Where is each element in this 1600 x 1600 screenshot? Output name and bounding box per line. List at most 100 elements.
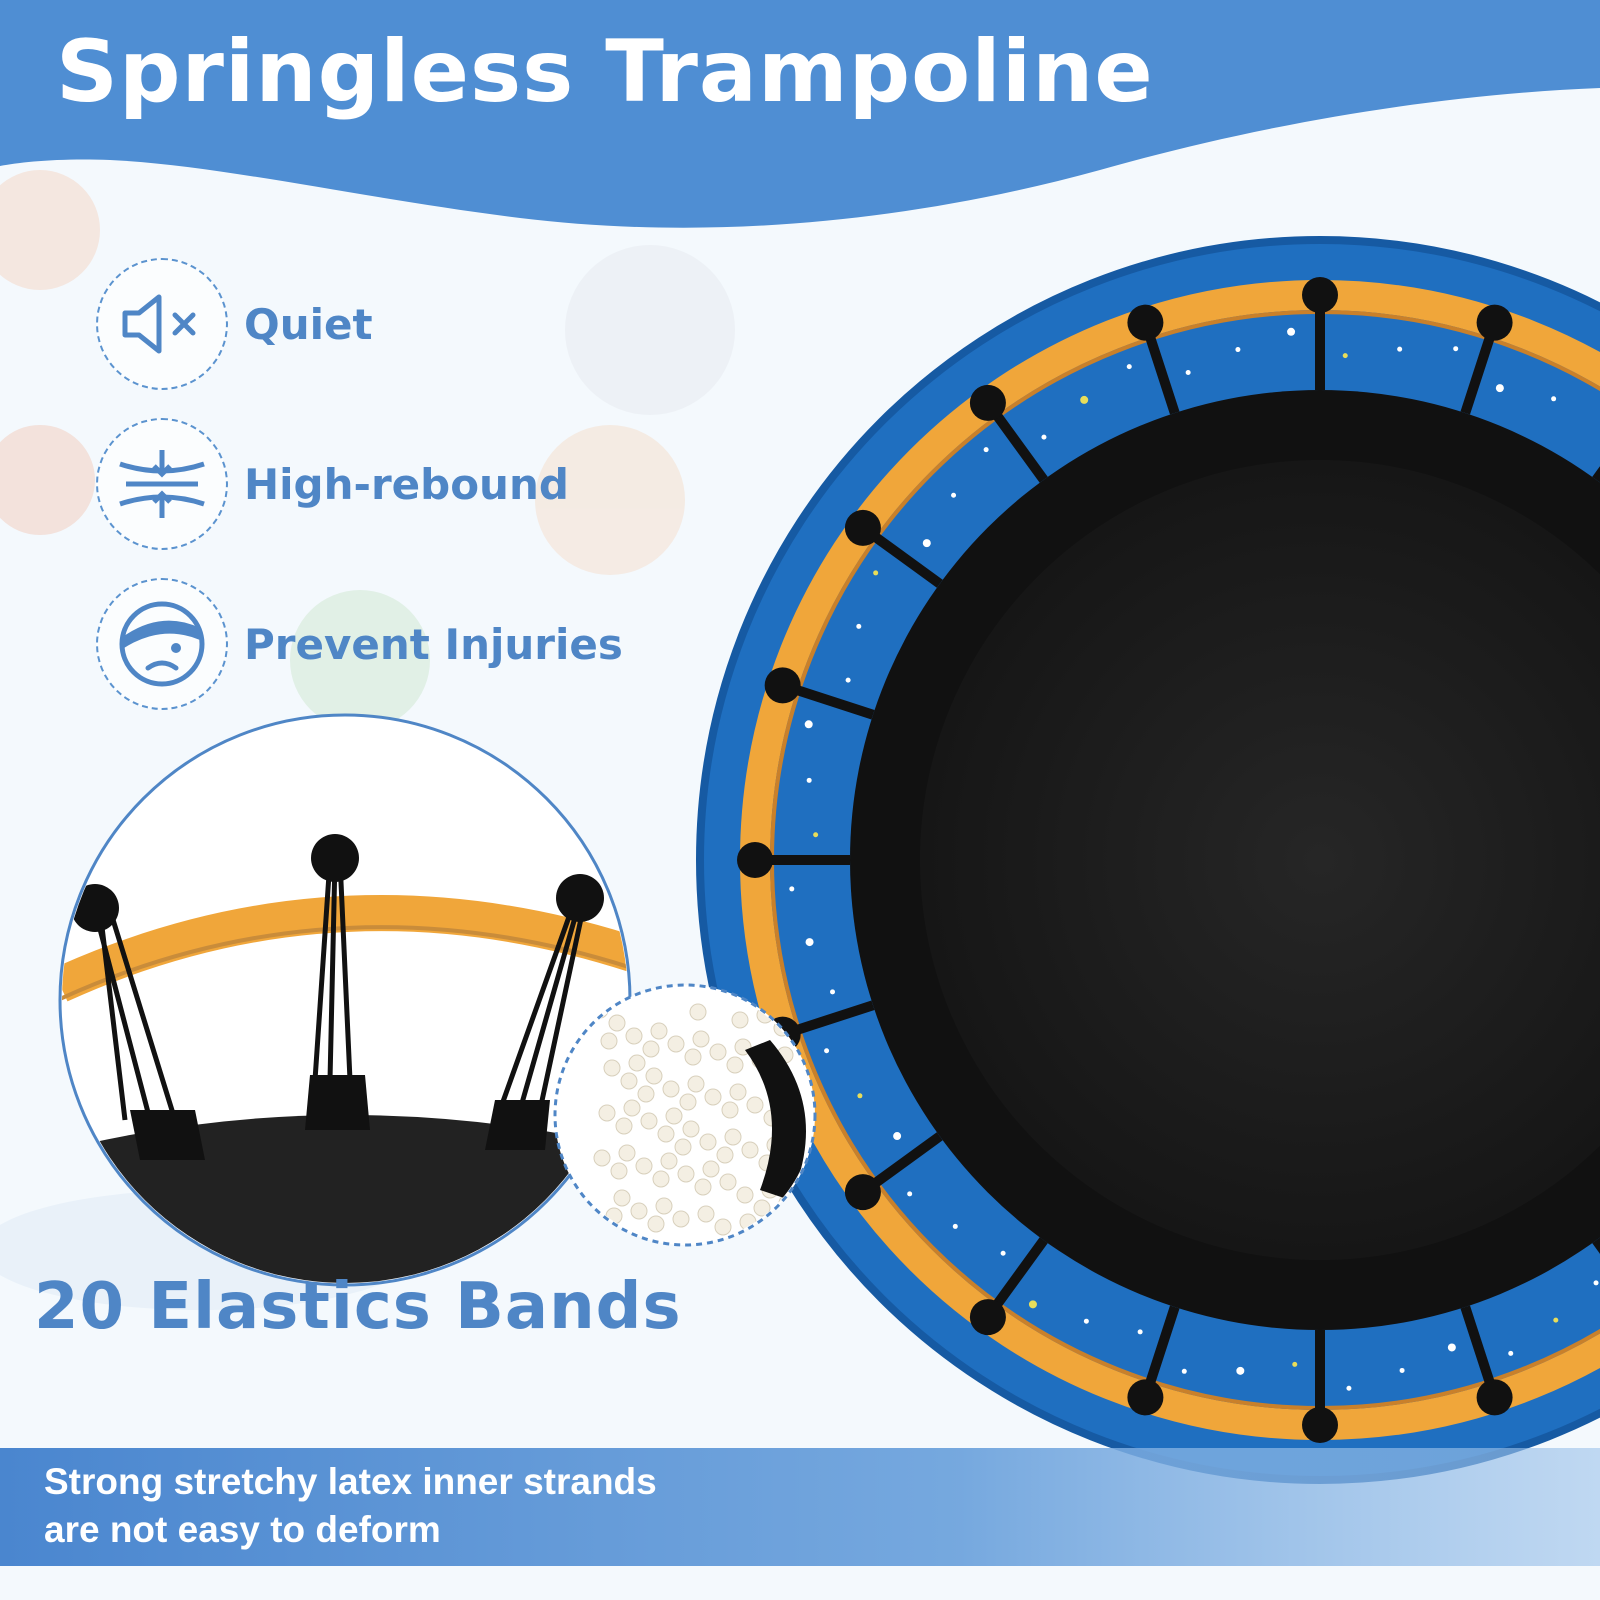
latex-strand [660, 1152, 678, 1170]
star-dot [1028, 1300, 1037, 1309]
star-dot [1287, 327, 1296, 336]
star-dot [1235, 347, 1241, 353]
latex-strand [716, 1146, 734, 1164]
latex-strand [709, 1043, 727, 1061]
star-pattern [789, 327, 1599, 1391]
latex-strand [702, 1160, 720, 1178]
latex-strand [657, 1125, 675, 1143]
feature-label: High-rebound [244, 459, 569, 509]
latex-strand [625, 1027, 643, 1045]
latex-strand [731, 1011, 749, 1029]
latex-strand [610, 1162, 628, 1180]
latex-strand [665, 1107, 683, 1125]
strands-closeup [553, 983, 817, 1247]
star-dot [804, 720, 813, 729]
latex-strand [674, 1138, 692, 1156]
latex-strand [667, 1035, 685, 1053]
star-dot [789, 886, 795, 892]
band-knob [969, 384, 1006, 421]
latex-strand [736, 1186, 754, 1204]
latex-strand [603, 1059, 621, 1077]
latex-strand [741, 1141, 759, 1159]
latex-strand [650, 1022, 668, 1040]
latex-strand [645, 1067, 663, 1085]
feature-label: Prevent Injuries [244, 619, 623, 669]
latex-strand [697, 1205, 715, 1223]
star-dot [1399, 1367, 1405, 1373]
latex-strand [640, 1112, 658, 1130]
star-dot [813, 832, 819, 838]
feature-label: Quiet [244, 299, 373, 349]
mute-speaker-icon [96, 258, 228, 390]
latex-strand [692, 1030, 710, 1048]
latex-strand [689, 1003, 707, 1021]
star-dot [1553, 1317, 1559, 1323]
star-dot [1447, 1343, 1456, 1352]
star-dot [1181, 1368, 1187, 1374]
latex-strand [746, 1096, 764, 1114]
star-dot [1137, 1329, 1143, 1335]
star-dot [857, 1093, 863, 1099]
star-dot [907, 1191, 913, 1197]
band-knob [737, 842, 773, 878]
latex-strand [613, 1189, 631, 1207]
band-knob [844, 509, 881, 546]
star-dot [1593, 1280, 1599, 1286]
latex-strand [729, 1083, 747, 1101]
star-dot [805, 938, 814, 947]
latex-strand [679, 1093, 697, 1111]
star-dot [1508, 1350, 1514, 1356]
latex-strand [677, 1165, 695, 1183]
latex-strand [662, 1080, 680, 1098]
latex-strand [672, 1210, 690, 1228]
star-dot [873, 570, 879, 576]
rebound-arrows-icon [96, 418, 228, 550]
feature-prevent-injuries: Prevent Injuries [96, 578, 656, 710]
latex-strand [630, 1202, 648, 1220]
latex-strand [687, 1075, 705, 1093]
latex-strand [615, 1117, 633, 1135]
latex-strand [655, 1197, 673, 1215]
latex-strand [620, 1072, 638, 1090]
star-dot [983, 447, 989, 453]
latex-strand [714, 1218, 732, 1236]
latex-strand [682, 1120, 700, 1138]
star-dot [1342, 353, 1348, 359]
star-dot [922, 539, 931, 548]
latex-strand [635, 1157, 653, 1175]
trampoline-illustration [696, 236, 1600, 1484]
latex-strand [637, 1085, 655, 1103]
band-knob [1127, 1379, 1164, 1416]
latex-strand [724, 1128, 742, 1146]
latex-strand [721, 1101, 739, 1119]
page-title: Springless Trampoline [56, 22, 1154, 122]
latex-strand [652, 1170, 670, 1188]
star-dot [856, 623, 862, 629]
latex-strand [642, 1040, 660, 1058]
star-dot [1126, 364, 1132, 370]
star-dot [1083, 1318, 1089, 1324]
description-line: Strong stretchy latex inner strands [44, 1461, 657, 1502]
band-knob [1302, 277, 1338, 313]
latex-strand [726, 1056, 744, 1074]
star-dot [1041, 434, 1047, 440]
description-text: Strong stretchy latex inner strands are … [44, 1458, 944, 1554]
star-dot [1292, 1361, 1298, 1367]
latex-strand [618, 1144, 636, 1162]
band-knob [969, 1299, 1006, 1336]
latex-strand [623, 1099, 641, 1117]
star-dot [1000, 1250, 1006, 1256]
description-line: are not easy to deform [44, 1509, 441, 1550]
band-cover [745, 1040, 806, 1200]
latex-strand [628, 1054, 646, 1072]
latex-strand [694, 1178, 712, 1196]
latex-strand [600, 1032, 618, 1050]
latex-strand [593, 1149, 611, 1167]
star-dot [1397, 346, 1403, 352]
star-dot [1453, 346, 1459, 352]
star-dot [951, 492, 957, 498]
elastic-bands [737, 277, 1600, 1443]
star-dot [1495, 384, 1504, 393]
band-knob [1302, 1407, 1338, 1443]
